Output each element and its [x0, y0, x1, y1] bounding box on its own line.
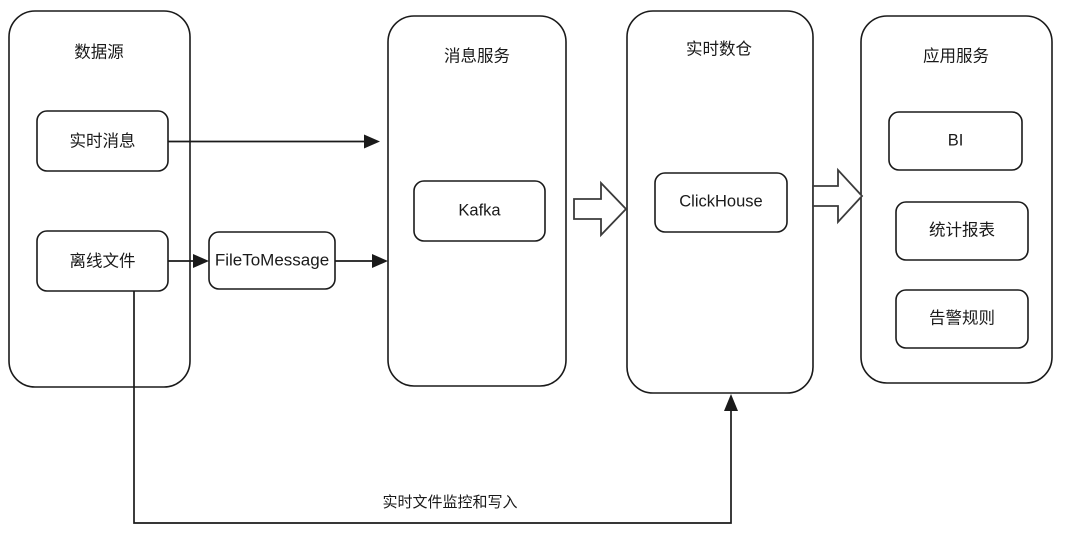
node-bi[interactable]: BI [888, 111, 1023, 171]
node-kafka-label: Kafka [458, 201, 501, 219]
container-realtime-warehouse[interactable]: 实时数仓 ClickHouse [626, 10, 814, 394]
node-bi-label: BI [948, 131, 964, 149]
node-file-to-message[interactable]: FileToMessage [208, 231, 336, 290]
node-file-to-message-label: FileToMessage [215, 250, 329, 269]
node-offline-file-label: 离线文件 [70, 251, 136, 270]
node-bi-shape[interactable] [888, 111, 1023, 171]
edge-realtime-warehouse-to-application-service-block-arrow-icon[interactable] [812, 167, 864, 225]
edge-file-to-message-to-message-service[interactable] [335, 254, 388, 268]
edge-offline-file-to-file-to-message[interactable] [168, 254, 209, 268]
node-realtime-message[interactable]: 实时消息 [36, 110, 169, 172]
edge-offline-file-to-realtime-warehouse-label: 实时文件监控和写入 [382, 494, 517, 511]
edge-offline-file-to-realtime-warehouse[interactable]: 实时文件监控和写入 [133, 291, 738, 524]
edge-realtime-message-to-message-service[interactable] [168, 134, 380, 149]
edge-realtime-message-to-message-service-arrowhead [364, 134, 380, 149]
container-data-source[interactable]: 数据源 实时消息 离线文件 [8, 10, 191, 388]
node-statistics-report-label: 统计报表 [929, 220, 995, 239]
edge-file-to-message-to-message-service-arrowhead [372, 254, 388, 268]
container-application-service-title: 应用服务 [923, 46, 989, 65]
container-data-source-shape[interactable] [8, 10, 191, 388]
edge-offline-file-to-realtime-warehouse-line[interactable] [133, 291, 732, 524]
node-statistics-report-shape[interactable] [895, 201, 1029, 261]
container-message-service[interactable]: 消息服务 Kafka [387, 15, 567, 387]
node-alert-rule-label: 告警规则 [929, 308, 995, 327]
node-statistics-report[interactable]: 统计报表 [895, 201, 1029, 261]
edge-realtime-warehouse-to-application-service[interactable] [812, 167, 864, 225]
edge-message-service-to-realtime-warehouse[interactable] [573, 180, 628, 238]
edge-message-service-to-realtime-warehouse-block-arrow-icon[interactable] [573, 180, 628, 238]
container-data-source-title: 数据源 [74, 42, 124, 61]
node-clickhouse[interactable]: ClickHouse [654, 172, 788, 233]
node-kafka[interactable]: Kafka [413, 180, 546, 242]
container-application-service[interactable]: 应用服务 BI 统计报表 告警规则 [860, 15, 1053, 384]
node-offline-file[interactable]: 离线文件 [36, 230, 169, 292]
node-alert-rule-shape[interactable] [895, 289, 1029, 349]
node-kafka-shape[interactable] [413, 180, 546, 242]
container-message-service-title: 消息服务 [444, 46, 510, 65]
node-clickhouse-shape[interactable] [654, 172, 788, 233]
node-clickhouse-label: ClickHouse [679, 192, 762, 210]
node-alert-rule[interactable]: 告警规则 [895, 289, 1029, 349]
container-realtime-warehouse-title: 实时数仓 [686, 39, 753, 58]
edge-offline-file-to-file-to-message-arrowhead [193, 254, 209, 268]
node-realtime-message-label: 实时消息 [70, 131, 136, 150]
edge-offline-file-to-realtime-warehouse-arrowhead [724, 394, 738, 411]
